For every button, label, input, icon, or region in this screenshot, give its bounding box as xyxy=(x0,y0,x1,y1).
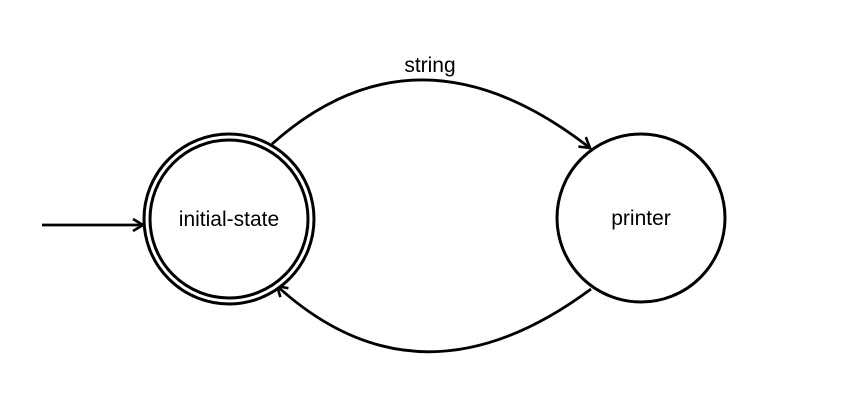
transition-arc-initial-to-printer xyxy=(271,78,592,150)
state-outer-ring xyxy=(142,132,316,306)
transition-label-string: string xyxy=(404,54,455,77)
state-inner-ring xyxy=(148,138,310,300)
state-label-printer: printer xyxy=(611,207,671,230)
state-node-initial-state: initial-state xyxy=(142,132,316,306)
transition-arc-printer-to-initial xyxy=(275,284,592,354)
state-ring xyxy=(555,132,727,304)
state-node-printer: printer xyxy=(555,132,727,304)
state-label-initial-state: initial-state xyxy=(179,208,279,231)
